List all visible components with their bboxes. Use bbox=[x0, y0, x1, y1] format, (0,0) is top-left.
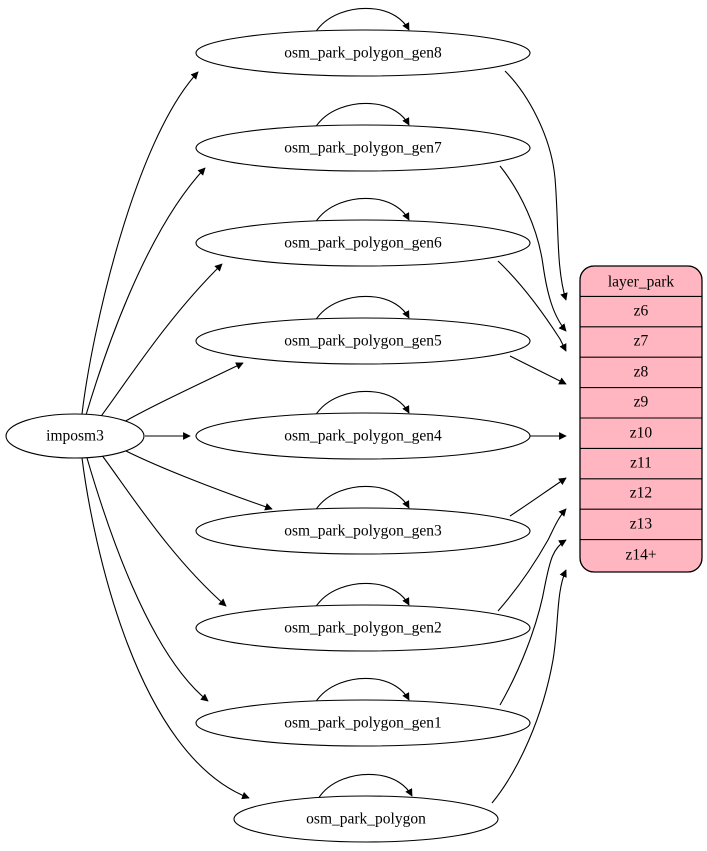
layer-park-row-z14plus[interactable]: z14+ bbox=[625, 547, 656, 564]
self-loop-gen2 bbox=[314, 582, 410, 609]
layer-park-row-z11-label: z11 bbox=[630, 455, 652, 472]
layer-park-row-z6[interactable]: z6 bbox=[634, 303, 649, 320]
edge-base-to-z14 bbox=[491, 569, 567, 804]
self-loop-gen1 bbox=[314, 677, 410, 704]
layer-park-row-z6-label: z6 bbox=[634, 303, 649, 320]
self-loop-gen5 bbox=[314, 295, 410, 322]
node-osm-park-polygon[interactable]: osm_park_polygon bbox=[233, 795, 499, 843]
node-gen5-label: osm_park_polygon_gen5 bbox=[284, 333, 442, 350]
node-gen6-label: osm_park_polygon_gen6 bbox=[284, 235, 442, 252]
node-gen8-label: osm_park_polygon_gen8 bbox=[284, 45, 442, 62]
layer-park-header-cell: layer_park bbox=[608, 274, 675, 291]
layer-park-row-z13-label: z13 bbox=[630, 516, 653, 533]
self-loop-gen8 bbox=[314, 7, 410, 34]
node-gen3-label: osm_park_polygon_gen3 bbox=[284, 523, 442, 540]
node-gen1[interactable]: osm_park_polygon_gen1 bbox=[195, 699, 531, 747]
layer-park-row-z8-label: z8 bbox=[634, 364, 649, 381]
edge-imposm3-to-gen7 bbox=[85, 167, 206, 416]
node-imposm3-label: imposm3 bbox=[46, 428, 104, 445]
layer-park-row-separators bbox=[580, 295, 702, 541]
node-gen7[interactable]: osm_park_polygon_gen7 bbox=[195, 124, 531, 172]
self-loop-gen6 bbox=[314, 197, 410, 224]
edges-source-to-nodes bbox=[81, 71, 273, 800]
node-gen6[interactable]: osm_park_polygon_gen6 bbox=[195, 219, 531, 267]
layer-park-row-z7-label: z7 bbox=[634, 333, 649, 350]
edge-gen3-to-z11 bbox=[509, 477, 567, 517]
node-osm-park-polygon-label: osm_park_polygon bbox=[306, 811, 426, 828]
edge-imposm3-to-gen2 bbox=[100, 453, 227, 607]
self-loop-gen4 bbox=[314, 390, 410, 417]
layer-park-table-outline bbox=[579, 265, 703, 573]
layer-park-row-z13[interactable]: z13 bbox=[630, 516, 653, 533]
layer-park-row-z9-label: z9 bbox=[634, 394, 649, 411]
self-loop-gen7 bbox=[314, 102, 410, 129]
node-gen4-label: osm_park_polygon_gen4 bbox=[284, 428, 442, 445]
self-loop-base bbox=[317, 773, 413, 800]
layer-park-header-label: layer_park bbox=[608, 274, 675, 291]
edge-gen6-to-z8 bbox=[497, 260, 567, 352]
edge-imposm3-to-gen5 bbox=[121, 362, 244, 424]
layer-park-row-z12-label: z12 bbox=[630, 485, 652, 502]
layer-park-row-z7[interactable]: z7 bbox=[634, 333, 649, 350]
node-gen8[interactable]: osm_park_polygon_gen8 bbox=[195, 29, 531, 77]
layer-park-row-z9[interactable]: z9 bbox=[634, 394, 649, 411]
node-imposm3[interactable]: imposm3 bbox=[5, 413, 145, 459]
self-loop-gen3 bbox=[314, 485, 410, 512]
node-gen1-label: osm_park_polygon_gen1 bbox=[284, 715, 442, 732]
layer-park-row-z11[interactable]: z11 bbox=[630, 455, 652, 472]
layer-park-table[interactable]: layer_park z6 z7 z8 z9 z10 bbox=[579, 265, 703, 573]
edge-gen2-to-z12 bbox=[497, 508, 567, 612]
node-gen7-label: osm_park_polygon_gen7 bbox=[284, 140, 442, 157]
layer-park-row-z8[interactable]: z8 bbox=[634, 364, 649, 381]
self-loop-edges bbox=[314, 7, 413, 800]
edge-imposm3-to-base bbox=[81, 457, 250, 800]
edges-nodes-to-layer-table bbox=[491, 70, 568, 804]
edge-gen7-to-z7 bbox=[499, 165, 567, 332]
layer-park-row-z12[interactable]: z12 bbox=[630, 485, 652, 502]
edge-gen1-to-z13 bbox=[499, 539, 567, 706]
node-gen2[interactable]: osm_park_polygon_gen2 bbox=[195, 604, 531, 652]
node-gen3[interactable]: osm_park_polygon_gen3 bbox=[195, 507, 531, 555]
edge-imposm3-to-gen3 bbox=[123, 449, 273, 511]
layer-park-row-z10[interactable]: z10 bbox=[630, 425, 653, 442]
edge-gen8-to-z6 bbox=[504, 70, 568, 301]
layer-park-row-z10-label: z10 bbox=[630, 425, 653, 442]
node-gen4[interactable]: osm_park_polygon_gen4 bbox=[195, 412, 531, 460]
edge-gen5-to-z9 bbox=[509, 355, 567, 385]
node-gen5[interactable]: osm_park_polygon_gen5 bbox=[195, 317, 531, 365]
edge-imposm3-to-gen6 bbox=[98, 263, 223, 420]
layer-park-row-z14plus-label: z14+ bbox=[625, 547, 656, 564]
node-gen2-label: osm_park_polygon_gen2 bbox=[284, 620, 442, 637]
edge-imposm3-to-gen8 bbox=[81, 71, 199, 415]
edge-imposm3-to-gen1 bbox=[86, 457, 209, 702]
